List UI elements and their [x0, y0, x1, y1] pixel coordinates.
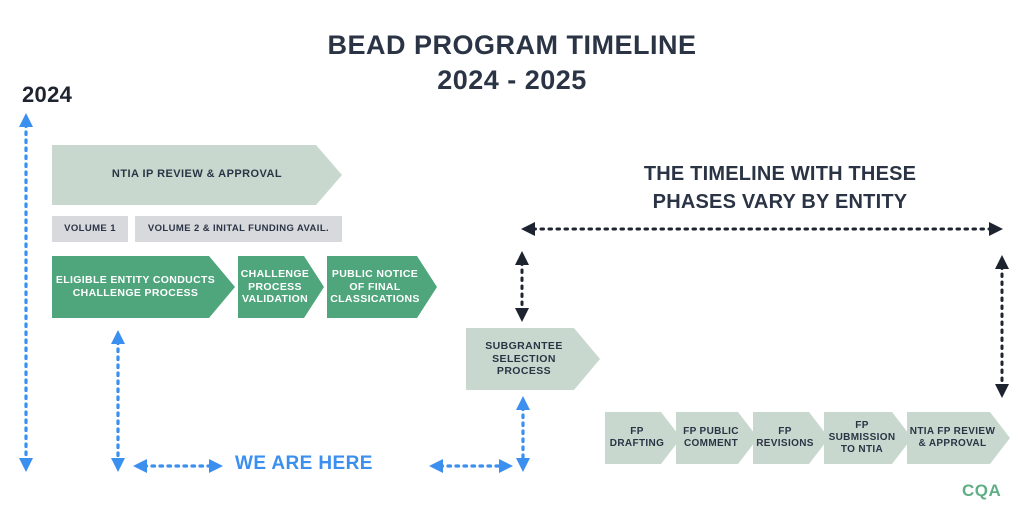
phase-ntia-fp-review-approval-label: NTIA FP REVIEW & APPROVAL: [909, 425, 996, 449]
year-label: 2024: [22, 82, 73, 107]
black-horizontal-span-arrow: [521, 222, 1003, 236]
phases-vary-heading: THE TIMELINE WITH THESE PHASES VARY BY E…: [600, 160, 960, 217]
we-are-here-marker: WE ARE HERE: [235, 453, 373, 474]
phase-volume-2-label: VOLUME 2 & INITAL FUNDING AVAIL.: [147, 223, 330, 235]
black-vertical-arrow-left: [515, 251, 529, 322]
page-title: BEAD PROGRAM TIMELINE 2024 - 2025: [0, 28, 1024, 97]
phases-vary-line-2: PHASES VARY BY ENTITY: [652, 191, 908, 214]
phase-eligible-entity-challenge-process[interactable]: ELIGIBLE ENTITY CONDUCTS CHALLENGE PROCE…: [52, 256, 235, 318]
phase-ntia-fp-review-approval[interactable]: NTIA FP REVIEW & APPROVAL: [907, 412, 1010, 464]
phase-volume-1-label: VOLUME 1: [64, 223, 116, 235]
phase-fp-public-comment[interactable]: FP PUBLIC COMMENT: [676, 412, 758, 464]
blue-vertical-arrow-left: [19, 113, 33, 472]
phase-fp-revisions[interactable]: FP REVISIONS: [753, 412, 829, 464]
phase-challenge-process-validation-label: CHALLENGE PROCESS VALIDATION: [240, 267, 310, 306]
phase-public-notice-final-classifications-label: PUBLIC NOTICE OF FINAL CLASSICATIONS: [330, 267, 420, 306]
phase-fp-public-comment-label: FP PUBLIC COMMENT: [683, 425, 739, 449]
phase-public-notice-final-classifications[interactable]: PUBLIC NOTICE OF FINAL CLASSICATIONS: [327, 256, 437, 318]
phase-ntia-ip-review[interactable]: NTIA IP REVIEW & APPROVAL: [52, 145, 342, 205]
phase-challenge-process-validation[interactable]: CHALLENGE PROCESS VALIDATION: [238, 256, 324, 318]
phase-ntia-ip-review-label: NTIA IP REVIEW & APPROVAL: [111, 168, 283, 181]
cqa-logo: CQA: [962, 481, 1002, 500]
phase-volume-2[interactable]: VOLUME 2 & INITAL FUNDING AVAIL.: [135, 216, 342, 242]
phase-volume-1[interactable]: VOLUME 1: [52, 216, 128, 242]
black-vertical-arrow-right: [995, 255, 1009, 398]
phase-subgrantee-selection-process-label: SUBGRANTEE SELECTION PROCESS: [485, 339, 563, 378]
phases-vary-line-1: THE TIMELINE WITH THESE: [643, 163, 917, 185]
phase-fp-drafting[interactable]: FP DRAFTING: [605, 412, 681, 464]
phase-fp-revisions-label: FP REVISIONS: [756, 425, 814, 449]
phase-fp-submission-to-ntia-label: FP SUBMISSION TO NTIA: [828, 419, 896, 456]
blue-vertical-arrow-mid: [111, 330, 125, 472]
phase-fp-drafting-label: FP DRAFTING: [609, 425, 665, 449]
blue-horizontal-arrow-right: [429, 459, 513, 473]
blue-vertical-arrow-right: [516, 396, 530, 472]
phase-fp-submission-to-ntia[interactable]: FP SUBMISSION TO NTIA: [824, 412, 912, 464]
phase-eligible-entity-challenge-process-label: ELIGIBLE ENTITY CONDUCTS CHALLENGE PROCE…: [55, 274, 216, 299]
title-line-2: 2024 - 2025: [437, 64, 587, 95]
title-line-1: BEAD PROGRAM TIMELINE: [327, 30, 697, 60]
phase-subgrantee-selection-process[interactable]: SUBGRANTEE SELECTION PROCESS: [466, 328, 600, 390]
blue-horizontal-arrow-left: [133, 459, 223, 473]
